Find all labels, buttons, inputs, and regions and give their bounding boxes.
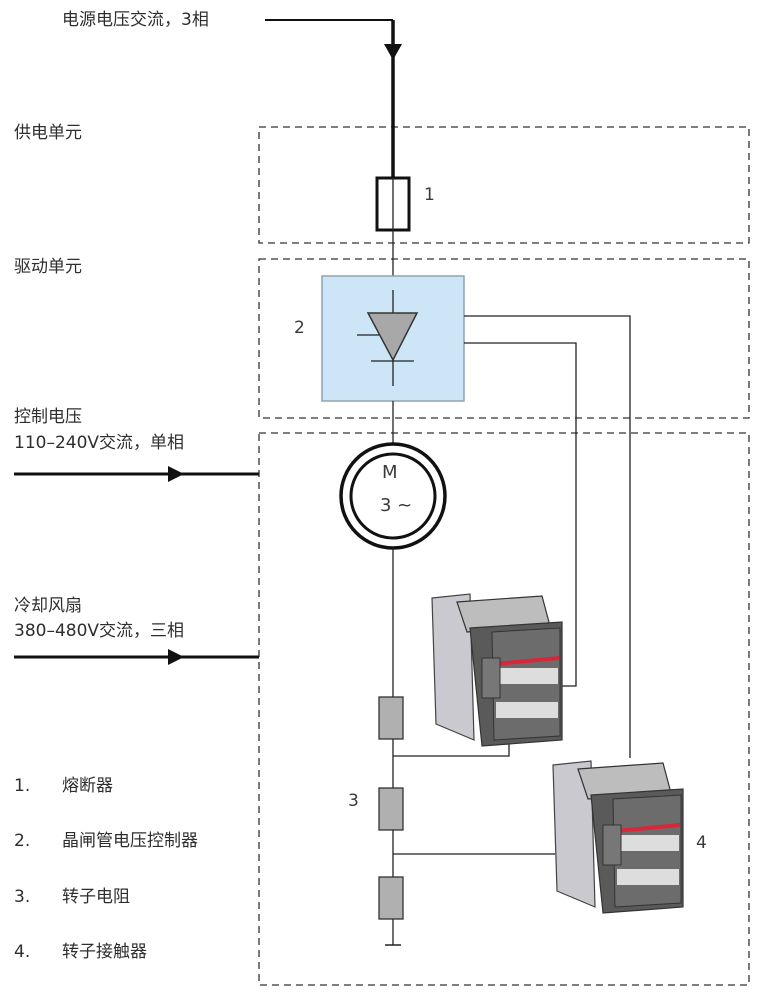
motor-unit-box [258,432,750,986]
rotor-contactor-1 [431,593,563,747]
rotor-contactor-2 [552,760,684,914]
legend-item: 3.转子电阻 [14,887,130,907]
rotor-resistor-chain [378,548,555,946]
legend-item: 2.晶闸管电压控制器 [14,831,198,851]
resistor-number: 3 [348,791,359,811]
control-voltage-spec: 110–240V交流，单相 [14,433,185,453]
motor-phase: 3 ~ [380,495,413,516]
fuse-symbol [375,176,411,276]
cooling-fan-title: 冷却风扇 [14,596,82,616]
resistor-2 [378,787,404,831]
supply-unit-label: 供电单元 [14,123,82,143]
motor-symbol [339,442,447,550]
control-voltage-title: 控制电压 [14,407,82,427]
resistor-3 [378,876,404,920]
cooling-fan-spec: 380–480V交流，三相 [14,621,185,641]
supply-input-line [265,19,402,178]
legend-item: 1.熔断器 [14,776,113,796]
drive-unit-label: 驱动单元 [14,257,82,277]
drive-unit-box [258,258,750,419]
supply-unit-box [258,126,750,244]
arrow-right-icon [168,466,184,482]
thyristor-number: 2 [294,318,305,338]
fuse-number: 1 [424,185,435,205]
supply-voltage-label: 电源电压交流，3相 [62,10,209,30]
thyristor-icon [366,312,419,362]
motor-letter: M [382,462,398,483]
control-wire-outer [464,315,631,758]
arrow-right-icon [168,649,184,665]
legend-item: 4.转子接触器 [14,942,147,962]
thyristor-controller [321,275,465,450]
arrow-down-icon [384,44,402,60]
resistor-1 [378,696,404,740]
control-wire-inner [464,342,577,687]
contactor-number: 4 [696,833,707,853]
